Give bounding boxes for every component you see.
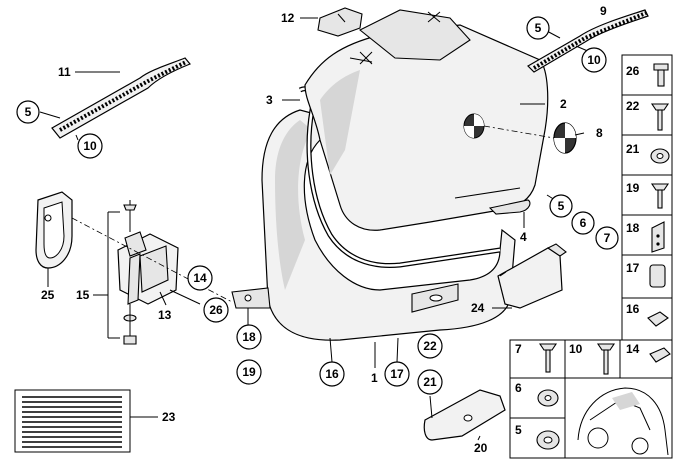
callout-20: 20 [474,441,488,455]
bracket-part-25 [35,191,73,269]
svg-text:22: 22 [423,339,437,353]
circled-callout-5-mid: 5 [549,194,573,218]
circled-callout-26: 26 [203,297,229,323]
callout-3: 3 [266,93,273,107]
svg-text:19: 19 [242,365,256,379]
reflector-part-4 [488,199,531,215]
small-parts-grid [509,54,673,459]
circled-callout-16: 16 [319,361,345,387]
callout-4: 4 [520,230,527,244]
grip-strip-11 [51,57,191,139]
circled-callout-10-left: 10 [77,133,103,159]
grip-strip-9 [527,9,649,73]
grid-label-14: 14 [626,342,640,356]
callout-23: 23 [162,410,176,424]
svg-text:14: 14 [193,271,207,285]
grid-label-16: 16 [626,302,640,316]
leader-lines [39,17,591,441]
callout-11: 11 [58,65,71,79]
svg-text:18: 18 [242,330,256,344]
circled-callout-22: 22 [417,333,443,359]
motorcycle-thumbnail [577,387,669,456]
svg-text:16: 16 [325,367,339,381]
grid-label-6: 6 [515,381,522,395]
svg-text:21: 21 [423,375,437,389]
label-sheet-23 [14,389,131,453]
circled-callout-5-top-right: 5 [526,16,550,40]
cover-part-12 [317,7,363,37]
svg-text:6: 6 [580,216,587,230]
callout-12: 12 [281,11,295,25]
hinge-assembly-13 [71,200,233,345]
callout-8: 8 [596,126,603,140]
emblem-part-8 [483,122,577,154]
callout-13: 13 [158,308,172,322]
svg-text:5: 5 [25,105,32,119]
circled-callout-6-mid: 6 [571,211,595,235]
circled-callout-18: 18 [236,324,262,350]
grid-label-18: 18 [626,221,640,235]
svg-text:26: 26 [209,303,223,317]
circled-callout-7-mid: 7 [595,226,619,250]
grid-label-17: 17 [626,261,640,275]
circled-callout-21: 21 [417,369,443,395]
grid-label-5: 5 [515,423,522,437]
grid-label-7: 7 [515,342,522,356]
grid-label-19: 19 [626,181,640,195]
svg-text:10: 10 [587,53,601,67]
grid-label-10: 10 [569,342,583,356]
svg-text:5: 5 [558,199,565,213]
grid-label-22: 22 [626,99,640,113]
clip-part-24 [497,243,567,309]
callout-25: 25 [41,288,55,302]
handle-part-20 [423,389,506,441]
callout-2: 2 [560,97,567,111]
circled-callout-17: 17 [384,361,410,387]
circled-callout-19: 19 [236,359,262,385]
svg-text:7: 7 [604,231,611,245]
callout-15: 15 [76,288,90,302]
callout-9: 9 [600,4,607,18]
svg-text:5: 5 [535,21,542,35]
callout-labels: 12 3 2 11 9 8 4 15 25 13 24 1 20 23 26 2… [41,4,640,455]
circled-callout-10-top-right: 10 [581,47,607,73]
circled-callout-14: 14 [187,265,213,291]
grid-label-21: 21 [626,142,640,156]
topcase-lid [304,9,549,231]
circled-callout-5-left: 5 [16,100,40,124]
svg-text:10: 10 [83,139,97,153]
callout-1: 1 [371,371,378,385]
topcase-body [231,109,516,341]
callout-24: 24 [471,301,485,315]
svg-text:17: 17 [390,367,404,381]
grid-label-26: 26 [626,64,640,78]
circled-callouts: 5 10 5 10 5 6 7 14 26 18 19 16 17 22 21 [16,16,619,395]
